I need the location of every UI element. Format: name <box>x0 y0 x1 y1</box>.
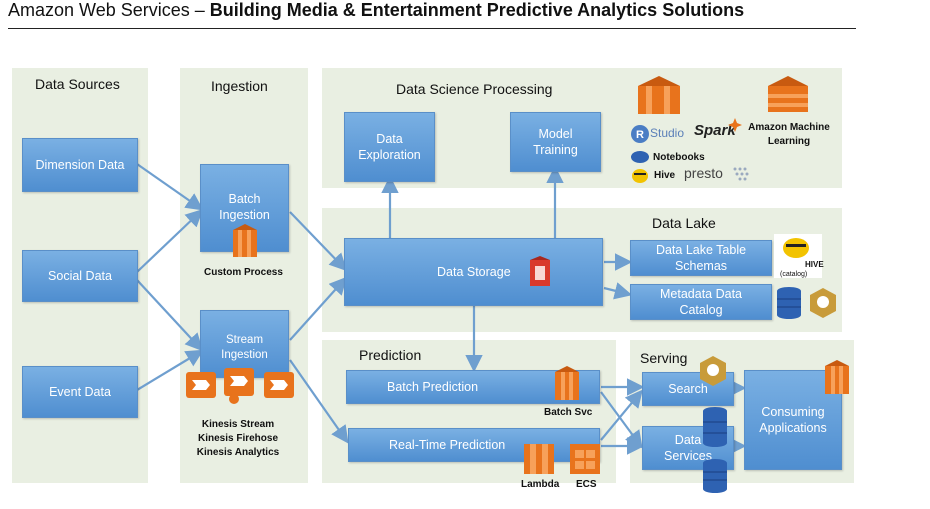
caption-custom-process: Custom Process <box>204 267 283 278</box>
page-title: Amazon Web Services – Building Media & E… <box>8 0 745 20</box>
machine-learning-icon <box>768 76 808 112</box>
node-data-exploration: Data Exploration <box>344 112 435 182</box>
hive-bee-icon <box>632 169 648 183</box>
s3-icon <box>530 256 550 286</box>
arrow-dimension-batch <box>136 163 204 211</box>
arrow-batchpred-services <box>600 391 643 449</box>
caption-notebooks: Notebooks <box>653 152 705 163</box>
arrow-social-stream <box>136 279 203 352</box>
caption-lambda: Lambda <box>521 479 560 490</box>
presto-logo-text: presto <box>684 165 723 181</box>
arrow-storage-catalog <box>603 282 633 300</box>
node-metadata-catalog: Metadata Data Catalog <box>630 284 772 320</box>
lambda-icon <box>524 444 554 474</box>
elasticsearch-icon <box>810 288 836 318</box>
node-dimension-data: Dimension Data <box>22 138 138 192</box>
hive-logo-icon <box>774 234 822 278</box>
arrow-event-stream <box>136 349 204 391</box>
search-service-icon <box>700 356 726 386</box>
node-realtime-prediction: Real-Time Prediction <box>348 428 600 462</box>
node-data-storage: Data Storage <box>344 238 603 306</box>
batch-svc-icon <box>555 366 579 400</box>
label-prediction: Prediction <box>359 347 422 363</box>
consuming-app-icon <box>825 360 849 394</box>
emr-icon <box>638 76 680 114</box>
ecs-icon <box>570 444 600 474</box>
hive-logo-text: HIVE <box>805 260 824 269</box>
rstudio-icon: R <box>631 125 649 143</box>
caption-aml: Amazon Machine Learning <box>748 122 830 147</box>
spark-star-icon <box>728 118 742 132</box>
rstudio-logo-text: Studio <box>650 126 685 140</box>
dynamodb-serving-icon <box>703 407 727 447</box>
node-stream-ingestion: Stream Ingestion <box>200 310 289 378</box>
node-social-data: Social Data <box>22 250 138 302</box>
custom-process-icon <box>233 224 257 257</box>
spark-logo-text: Spark <box>694 122 736 139</box>
dynamodb-serving-icon-2 <box>703 459 727 493</box>
arrow-rtpred-search <box>600 389 643 441</box>
caption-hive: Hive <box>654 170 676 181</box>
node-model-training: Model Training <box>510 112 601 172</box>
notebooks-icon <box>631 151 649 163</box>
node-event-data: Event Data <box>22 366 138 418</box>
arrow-stream-realtime <box>289 359 349 444</box>
dynamodb-icon <box>777 287 801 319</box>
label-serving: Serving <box>640 350 688 366</box>
presto-dots-icon <box>733 167 749 181</box>
caption-batch-svc: Batch Svc <box>544 407 593 418</box>
arrow-social-batch <box>136 208 204 273</box>
caption-ecs: ECS <box>576 479 597 490</box>
label-data-science: Data Science Processing <box>396 81 553 97</box>
hive-catalog-text: (catalog) <box>780 271 808 278</box>
label-data-lake: Data Lake <box>652 215 716 231</box>
label-ingestion: Ingestion <box>211 78 268 94</box>
kinesis-icons <box>186 368 294 404</box>
node-table-schemas: Data Lake Table Schemas <box>630 240 772 276</box>
label-data-sources: Data Sources <box>35 76 120 92</box>
svg-text:R: R <box>636 129 644 141</box>
arrow-batch-storage <box>289 211 348 272</box>
panel-ingestion <box>180 68 308 483</box>
caption-kinesis: Kinesis Stream Kinesis Firehose Kinesis … <box>196 419 280 458</box>
arrow-stream-storage <box>289 276 347 341</box>
title-rule <box>8 28 856 29</box>
